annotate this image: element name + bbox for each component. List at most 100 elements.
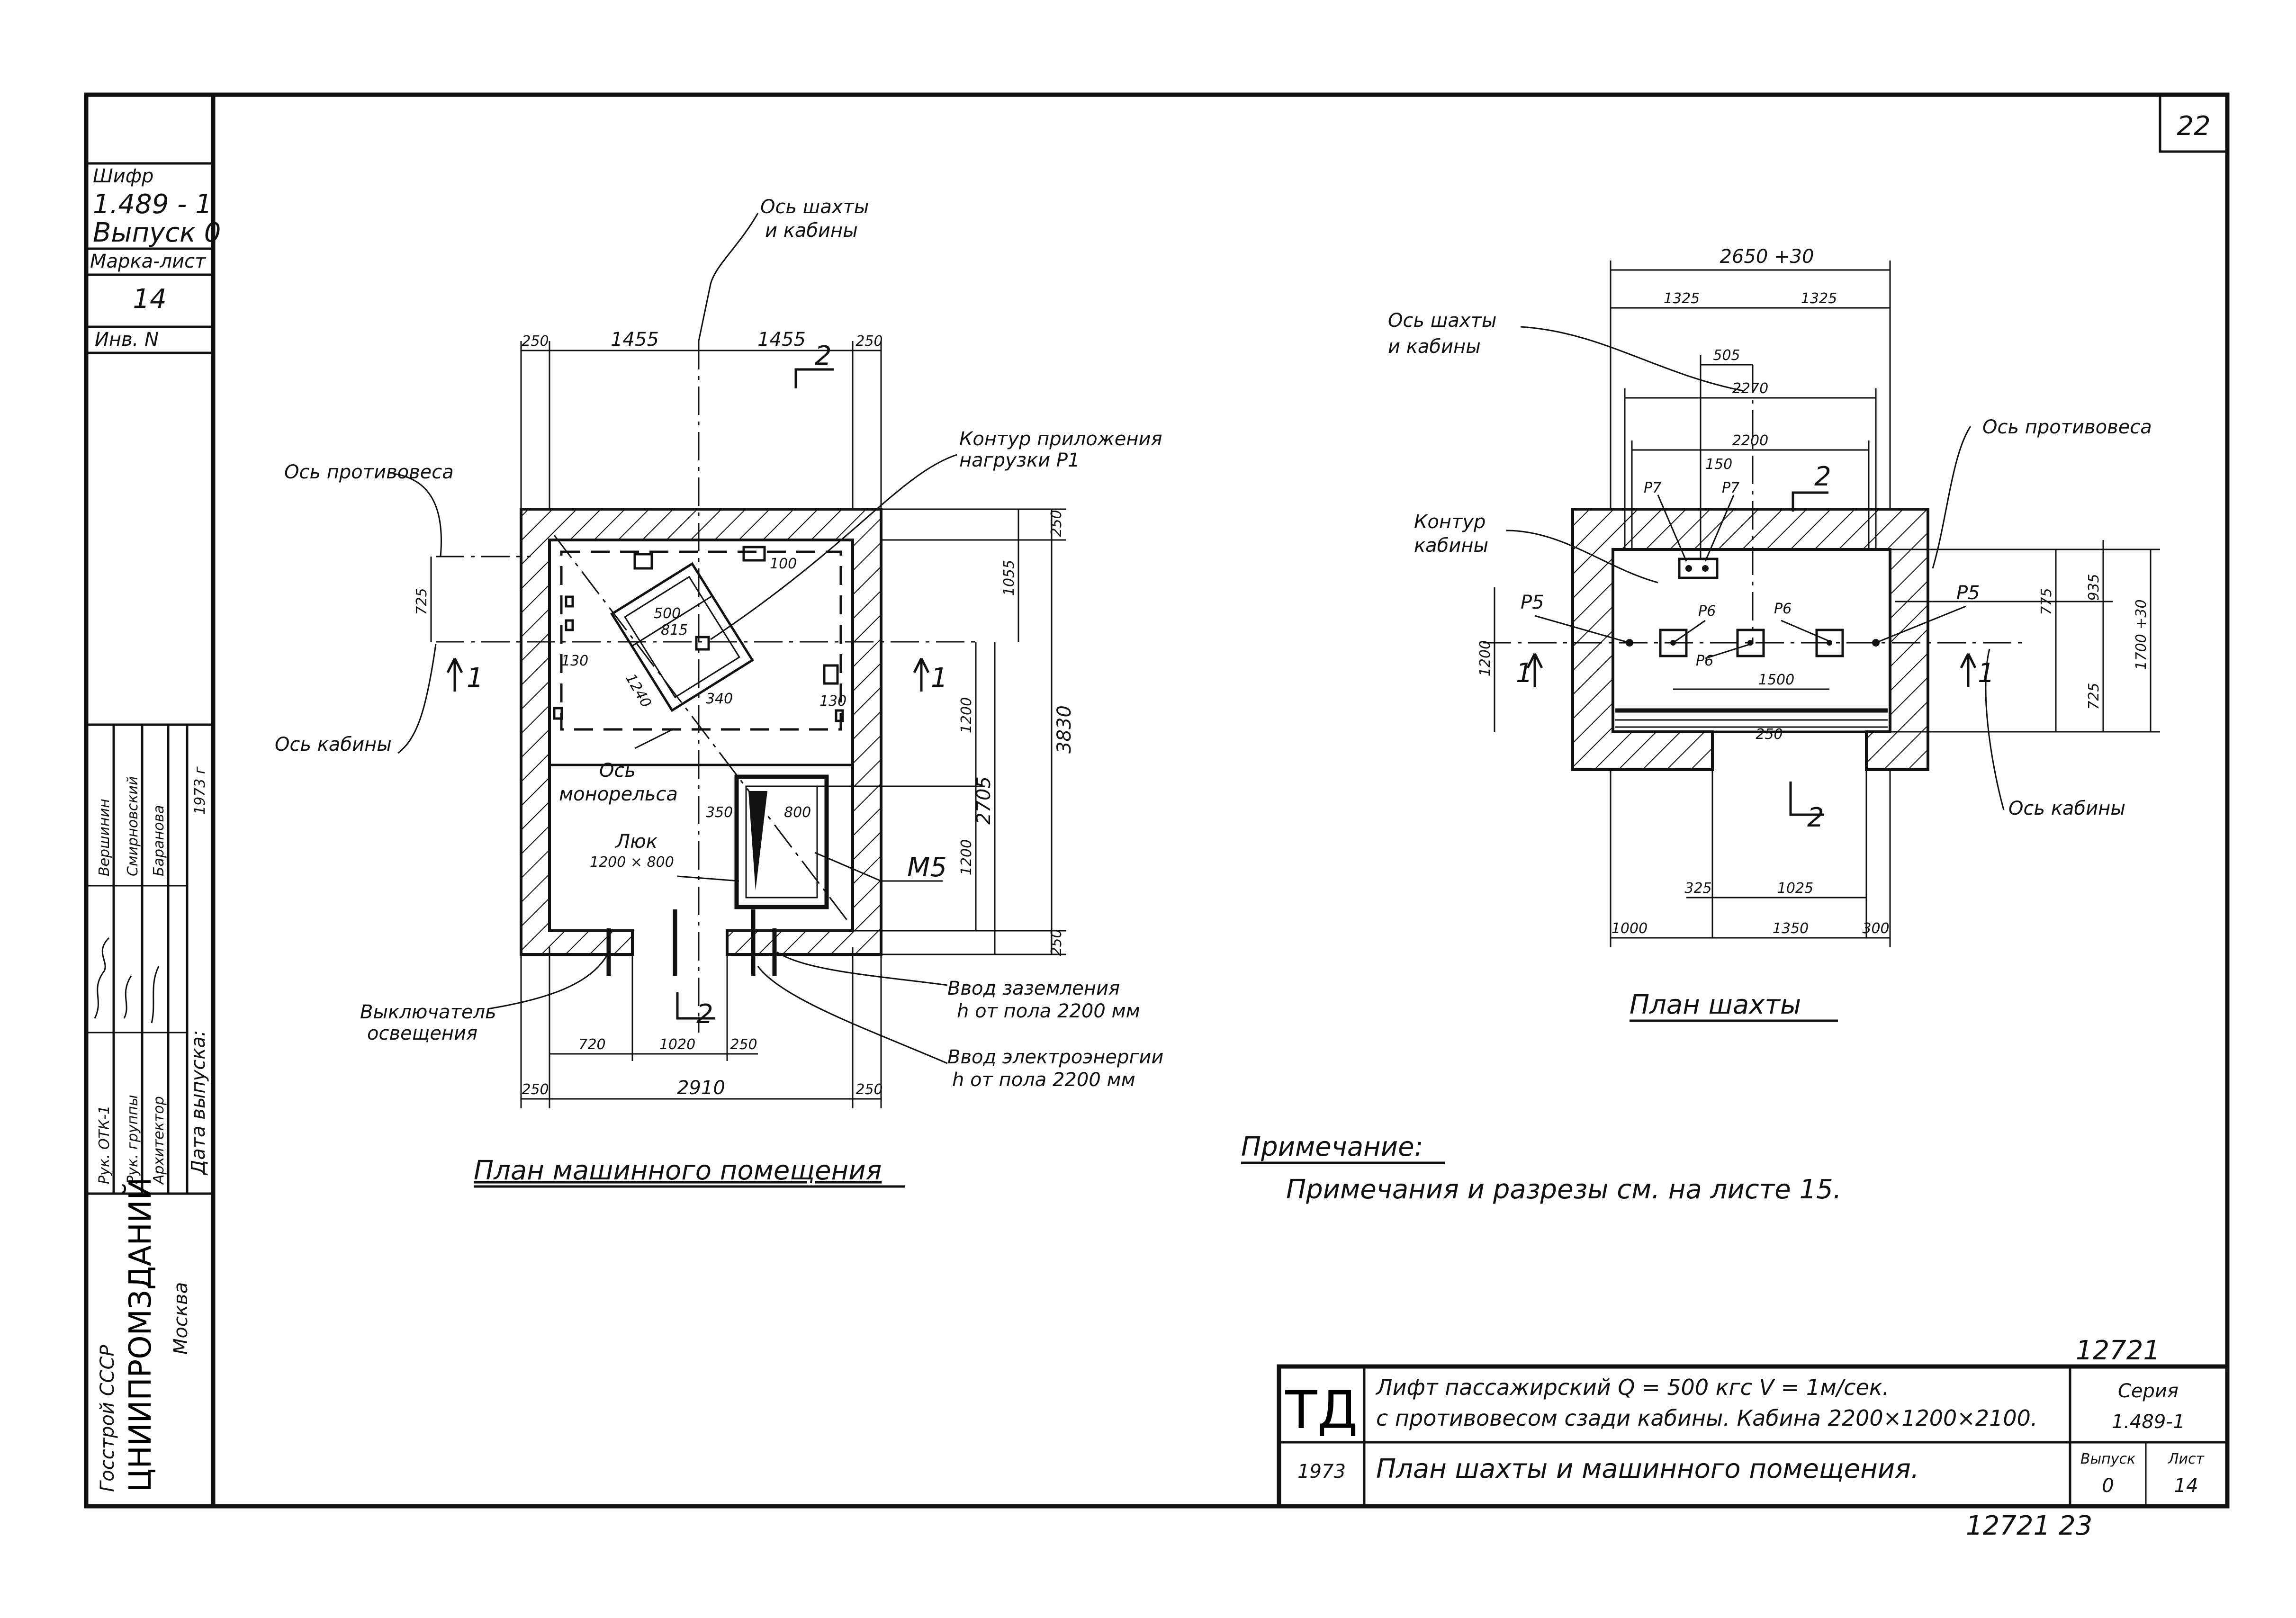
sp-cabin-contour-1: Контур bbox=[1414, 511, 1486, 533]
switch-1: Выключатель bbox=[360, 1001, 496, 1023]
shaft-door-0: 325 bbox=[1684, 880, 1711, 897]
tb-line1: Лифт пассажирский Q = 500 кгс V = 1м/сек… bbox=[1375, 1375, 1889, 1400]
load-p7b: P7 bbox=[1722, 480, 1739, 496]
dim-inner-130a: 130 bbox=[561, 653, 588, 669]
sheet-number: 22 bbox=[2177, 111, 2210, 142]
tb-series-value: 1.489-1 bbox=[2112, 1411, 2185, 1433]
load-p6c: P6 bbox=[1774, 601, 1792, 617]
name-1: Смирновский bbox=[125, 776, 141, 876]
year: 1973 г bbox=[192, 766, 208, 815]
sheet-number-box bbox=[2159, 93, 2229, 153]
sheet-frame bbox=[84, 92, 2230, 1509]
role-1: Рук. группы bbox=[125, 1095, 141, 1184]
shaft-left: 1200 bbox=[1477, 640, 1494, 676]
mr-counterweight-axis: Ось противовеса bbox=[284, 461, 454, 483]
tb-issue-value: 0 bbox=[2102, 1475, 2114, 1497]
inv-label: Инв. N bbox=[95, 329, 159, 351]
dim-door-2: 250 bbox=[730, 1036, 757, 1053]
power-1: Ввод электроэнергии bbox=[947, 1046, 1163, 1068]
dim-top-2: 1455 bbox=[757, 329, 806, 351]
shaft-d2200: 2200 bbox=[1732, 432, 1768, 449]
shaft-d150: 150 bbox=[1705, 456, 1732, 473]
shaft-total: 2650 +30 bbox=[1720, 246, 1814, 268]
note-title: Примечание: bbox=[1241, 1132, 1423, 1162]
machine-room-plan: 250 1455 1455 250 250 2910 250 720 1020 … bbox=[275, 196, 1163, 1188]
org-main: ЦНИИПРОМЗДАНИЙ bbox=[122, 1177, 158, 1492]
load-p6a: P6 bbox=[1698, 603, 1716, 620]
mark-sheet-label: Марка-лист bbox=[90, 251, 207, 272]
dim-inner-130b: 130 bbox=[819, 693, 846, 710]
shaft-sec-left: 1 bbox=[1516, 658, 1533, 689]
tb-issue-label: Выпуск bbox=[2080, 1451, 2135, 1467]
dim-bottom-2: 250 bbox=[855, 1081, 882, 1098]
monorail-1: Ось bbox=[599, 760, 636, 782]
shaft-sec-bottom: 2 bbox=[1807, 802, 1824, 833]
org-top: Госстрой СССР bbox=[97, 1345, 118, 1492]
load-p5b: P5 bbox=[1956, 582, 1980, 604]
cipher-label: Шифр bbox=[93, 165, 153, 187]
tb-sheet-title: План шахты и машинного помещения. bbox=[1376, 1454, 1919, 1484]
switch-2: освещения bbox=[367, 1023, 477, 1044]
dim-right-a: 1055 bbox=[1001, 560, 1017, 596]
tb-sheet-value: 14 bbox=[2174, 1475, 2198, 1497]
name-0: Вершинин bbox=[96, 799, 113, 876]
note: Примечание: Примечания и разрезы см. на … bbox=[1241, 1132, 1842, 1205]
shaft-right-1: 935 bbox=[2086, 574, 2102, 601]
load-contour-2: нагрузки P1 bbox=[959, 449, 1080, 471]
shaft-right-2: 725 bbox=[2086, 683, 2102, 710]
dim-left: 725 bbox=[414, 588, 430, 615]
dim-inner-100: 100 bbox=[770, 556, 797, 572]
cipher-value: 1.489 - 1 bbox=[93, 189, 212, 220]
dim-inner-340: 340 bbox=[706, 691, 733, 707]
td-logo: ТД bbox=[1285, 1380, 1358, 1440]
sp-cabin-contour-2: кабины bbox=[1414, 535, 1488, 557]
ground-1: Ввод заземления bbox=[947, 978, 1120, 999]
shaft-bottom-1: 1350 bbox=[1773, 920, 1809, 937]
role-2: Архитектор bbox=[151, 1096, 167, 1185]
load-p6b: P6 bbox=[1696, 653, 1713, 669]
shaft-door-1: 1025 bbox=[1777, 880, 1813, 897]
shaft-d1500: 1500 bbox=[1758, 672, 1794, 688]
dim-right-b: 2705 bbox=[973, 776, 995, 825]
shaft-plan: 2650 +30 1325 1325 505 2270 2200 150 150… bbox=[1388, 246, 2160, 1022]
tb-sheet-label: Лист bbox=[2168, 1451, 2205, 1467]
tb-line2: с противовесом сзади кабины. Кабина 2200… bbox=[1376, 1405, 2038, 1431]
monorail-axis-line bbox=[553, 535, 849, 922]
m5-label: M5 bbox=[907, 852, 947, 883]
load-zone-contour bbox=[560, 550, 842, 731]
ground-2: h от пола 2200 мм bbox=[957, 1000, 1140, 1022]
shaft-sec-top: 2 bbox=[1814, 461, 1831, 492]
signatures bbox=[94, 937, 160, 1024]
shaft-half-1: 1325 bbox=[1801, 290, 1837, 307]
side-stamp: Шифр 1.489 - 1 Выпуск 0 Марка-лист 14 Ин… bbox=[86, 162, 221, 1492]
title-block: 12721 ТД Лифт пассажирский Q = 500 кгс V… bbox=[1277, 1335, 2230, 1541]
tb-bottom-no: 12721 23 bbox=[1966, 1510, 2092, 1541]
sec-mark-top: 2 bbox=[815, 341, 832, 371]
mr-shaft-axis-1: Ось шахты bbox=[760, 196, 869, 218]
issue-value: Выпуск 0 bbox=[93, 217, 221, 248]
dim-inner-800: 800 bbox=[784, 804, 811, 821]
dim-bottom-0: 250 bbox=[522, 1081, 549, 1098]
cabin-contour bbox=[1612, 548, 1891, 733]
dim-top-3: 250 bbox=[855, 333, 882, 350]
power-2: h от пола 2200 мм bbox=[952, 1069, 1135, 1091]
monorail-2: монорельса bbox=[559, 783, 678, 805]
org-city: Москва bbox=[170, 1282, 192, 1355]
dim-right-top: 250 bbox=[1048, 510, 1065, 537]
sp-counterweight-axis: Ось противовеса bbox=[1982, 416, 2152, 438]
shaft-plan-title: План шахты bbox=[1630, 989, 1801, 1020]
load-contour-1: Контур приложения bbox=[959, 428, 1162, 450]
machine-room-title: План машинного помещения bbox=[474, 1155, 882, 1186]
date-label: Дата выпуска: bbox=[188, 1030, 209, 1176]
archive-no: 12721 bbox=[2076, 1335, 2160, 1366]
shaft-bottom-2: 300 bbox=[1862, 920, 1889, 937]
tb-series-label: Серия bbox=[2118, 1380, 2179, 1402]
shaft-d250: 250 bbox=[1756, 726, 1783, 743]
shaft-d505: 505 bbox=[1713, 347, 1740, 364]
sec-mark-bottom: 2 bbox=[696, 999, 713, 1030]
hatch-opening bbox=[734, 774, 829, 909]
role-0: Рук. ОТК-1 bbox=[96, 1106, 113, 1184]
dim-right-total: 3830 bbox=[1053, 705, 1075, 754]
dim-top-1: 1455 bbox=[611, 329, 659, 351]
